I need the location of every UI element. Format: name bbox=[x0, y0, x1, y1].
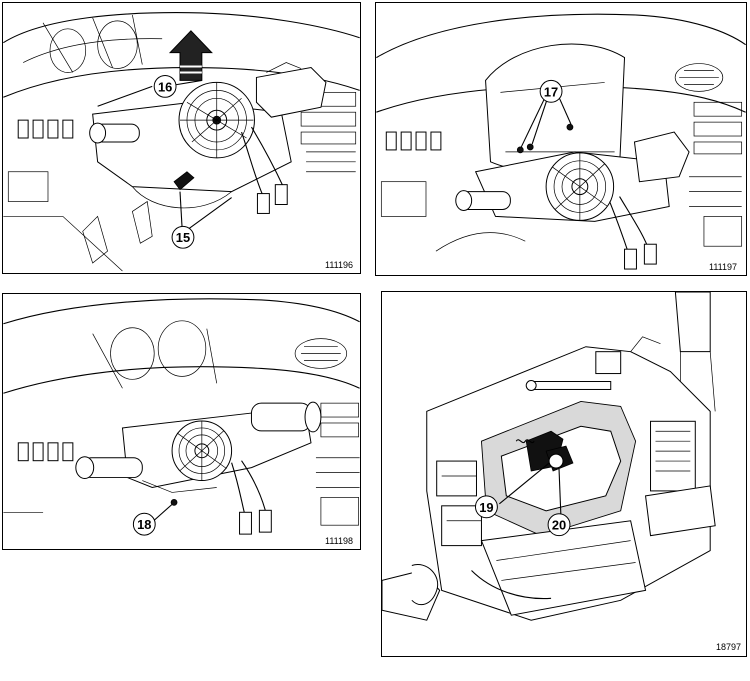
callout-15: 15 bbox=[176, 230, 190, 245]
panel-top-left: 16 15 111196 bbox=[2, 2, 361, 274]
figure-code: 111197 bbox=[709, 262, 738, 272]
callout-20: 20 bbox=[552, 518, 566, 533]
callout-15-circle bbox=[171, 225, 195, 249]
callout-20-circle bbox=[547, 513, 571, 537]
panel-top-right: 17 111197 bbox=[375, 2, 747, 276]
callout-16-circle bbox=[153, 74, 177, 98]
figure-code: 18797 bbox=[716, 642, 742, 652]
steering-column-diagram-2: 17 bbox=[376, 13, 746, 270]
switch-assembly-diagram: 19 20 bbox=[382, 292, 716, 621]
panel-bottom-right: 19 20 18797 bbox=[381, 291, 747, 657]
callout-19: 19 bbox=[479, 500, 493, 515]
callout-17-circle bbox=[539, 79, 563, 103]
panel-bottom-left: 18 111198 bbox=[2, 293, 361, 550]
figure-code: 111196 bbox=[325, 260, 354, 270]
steering-column-diagram-1: 16 15 bbox=[3, 12, 360, 272]
callout-16: 16 bbox=[158, 79, 172, 94]
figure-code: 111198 bbox=[325, 536, 354, 546]
steering-column-diagram-3: 18 bbox=[3, 298, 360, 536]
callout-18-circle bbox=[132, 512, 156, 536]
callout-18: 18 bbox=[137, 517, 151, 532]
callout-17: 17 bbox=[544, 84, 558, 99]
callout-19-circle bbox=[474, 495, 498, 519]
